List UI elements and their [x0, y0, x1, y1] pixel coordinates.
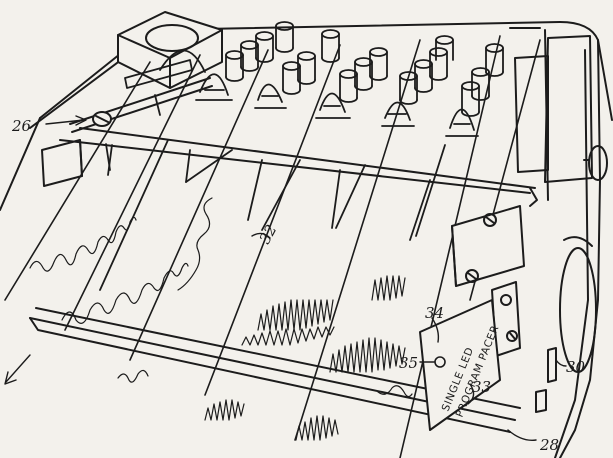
side-knob-icon: [583, 145, 608, 181]
stylus: [445, 108, 479, 137]
post: [414, 59, 433, 93]
direction-arrow-icon: [5, 354, 31, 383]
ref-26: 26: [11, 117, 32, 135]
waveform-traces: [29, 197, 413, 441]
trace-9: [295, 415, 339, 441]
trace-11: [377, 385, 413, 398]
trace-2: [61, 262, 189, 324]
trace-8: [204, 399, 245, 421]
post: [461, 81, 480, 117]
post: [255, 31, 274, 63]
post: [435, 35, 454, 61]
paper-clamp-bracket: [451, 205, 525, 287]
ref-30: 30: [566, 358, 586, 376]
led-indicator-icon: [434, 356, 446, 368]
pen-stylus-arms: [99, 49, 479, 291]
post: [297, 51, 316, 85]
post: [399, 71, 418, 105]
capacitor-posts: [225, 21, 504, 117]
leader-30: [555, 359, 567, 367]
trace-5: [257, 299, 334, 331]
post: [275, 21, 294, 53]
post: [282, 61, 301, 95]
trace-1: [29, 216, 137, 272]
post: [485, 43, 504, 77]
post: [429, 47, 448, 81]
ref-28: 28: [539, 436, 559, 454]
post: [321, 29, 340, 63]
post: [339, 69, 358, 103]
post: [240, 40, 259, 72]
stylus: [185, 73, 233, 183]
leader-28: [507, 429, 537, 441]
stylus: [315, 92, 351, 229]
ref-34: 34: [425, 304, 444, 322]
case-handle: [559, 236, 597, 373]
trace-7: [371, 275, 406, 301]
pacer-panel: [419, 299, 501, 431]
post: [354, 57, 373, 91]
leader-lines: [4, 115, 567, 441]
stylus: [247, 83, 287, 221]
post: [225, 50, 244, 82]
leader-32: [251, 232, 271, 239]
ref-35: 35: [399, 354, 418, 372]
stylus: [381, 101, 431, 241]
trace-4: [241, 326, 335, 346]
arrow-26: [45, 119, 85, 125]
side-compartment: [514, 35, 593, 183]
arrowhead-26-icon: [75, 115, 87, 126]
trace-6: [329, 337, 406, 373]
pivot-rod: [69, 77, 213, 133]
trace-10: [117, 369, 149, 383]
ref-33: 33: [472, 378, 491, 396]
leader-33: [467, 383, 475, 405]
trace-3: [177, 197, 213, 291]
pen-carriage-bar: [41, 127, 538, 207]
leader-34: [431, 317, 440, 343]
ref-32: 32: [256, 222, 281, 247]
post: [369, 47, 388, 81]
latch-30: [535, 347, 557, 413]
